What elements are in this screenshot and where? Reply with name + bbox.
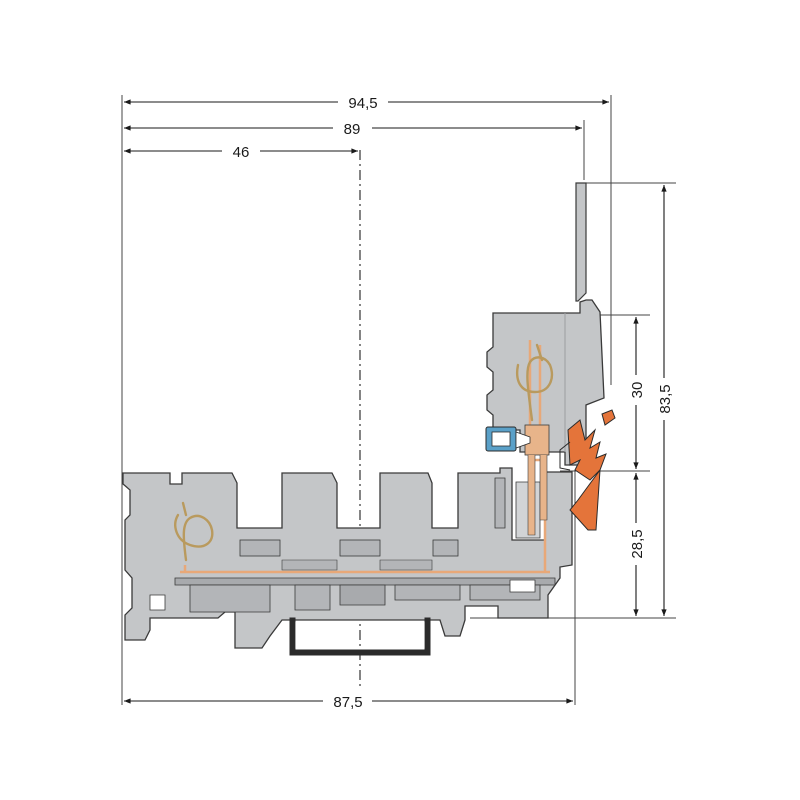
- dim-body-width: 89: [344, 121, 361, 138]
- blue-marker-carrier: [485, 426, 531, 452]
- dim-lower-height: 28,5: [629, 529, 646, 558]
- dim-module-height: 30: [629, 382, 646, 399]
- dimension-arrows: [124, 99, 667, 704]
- dim-overall-width: 94,5: [348, 95, 377, 112]
- top-plate: [575, 182, 587, 302]
- dim-center-width: 46: [233, 144, 250, 161]
- release-lever: [559, 409, 616, 531]
- dim-total-height: 83,5: [657, 384, 674, 413]
- main-housing: [122, 467, 573, 649]
- spring-clamp: [174, 343, 554, 562]
- dim-bottom-width: 87,5: [333, 694, 362, 711]
- din-rail: [289, 617, 431, 656]
